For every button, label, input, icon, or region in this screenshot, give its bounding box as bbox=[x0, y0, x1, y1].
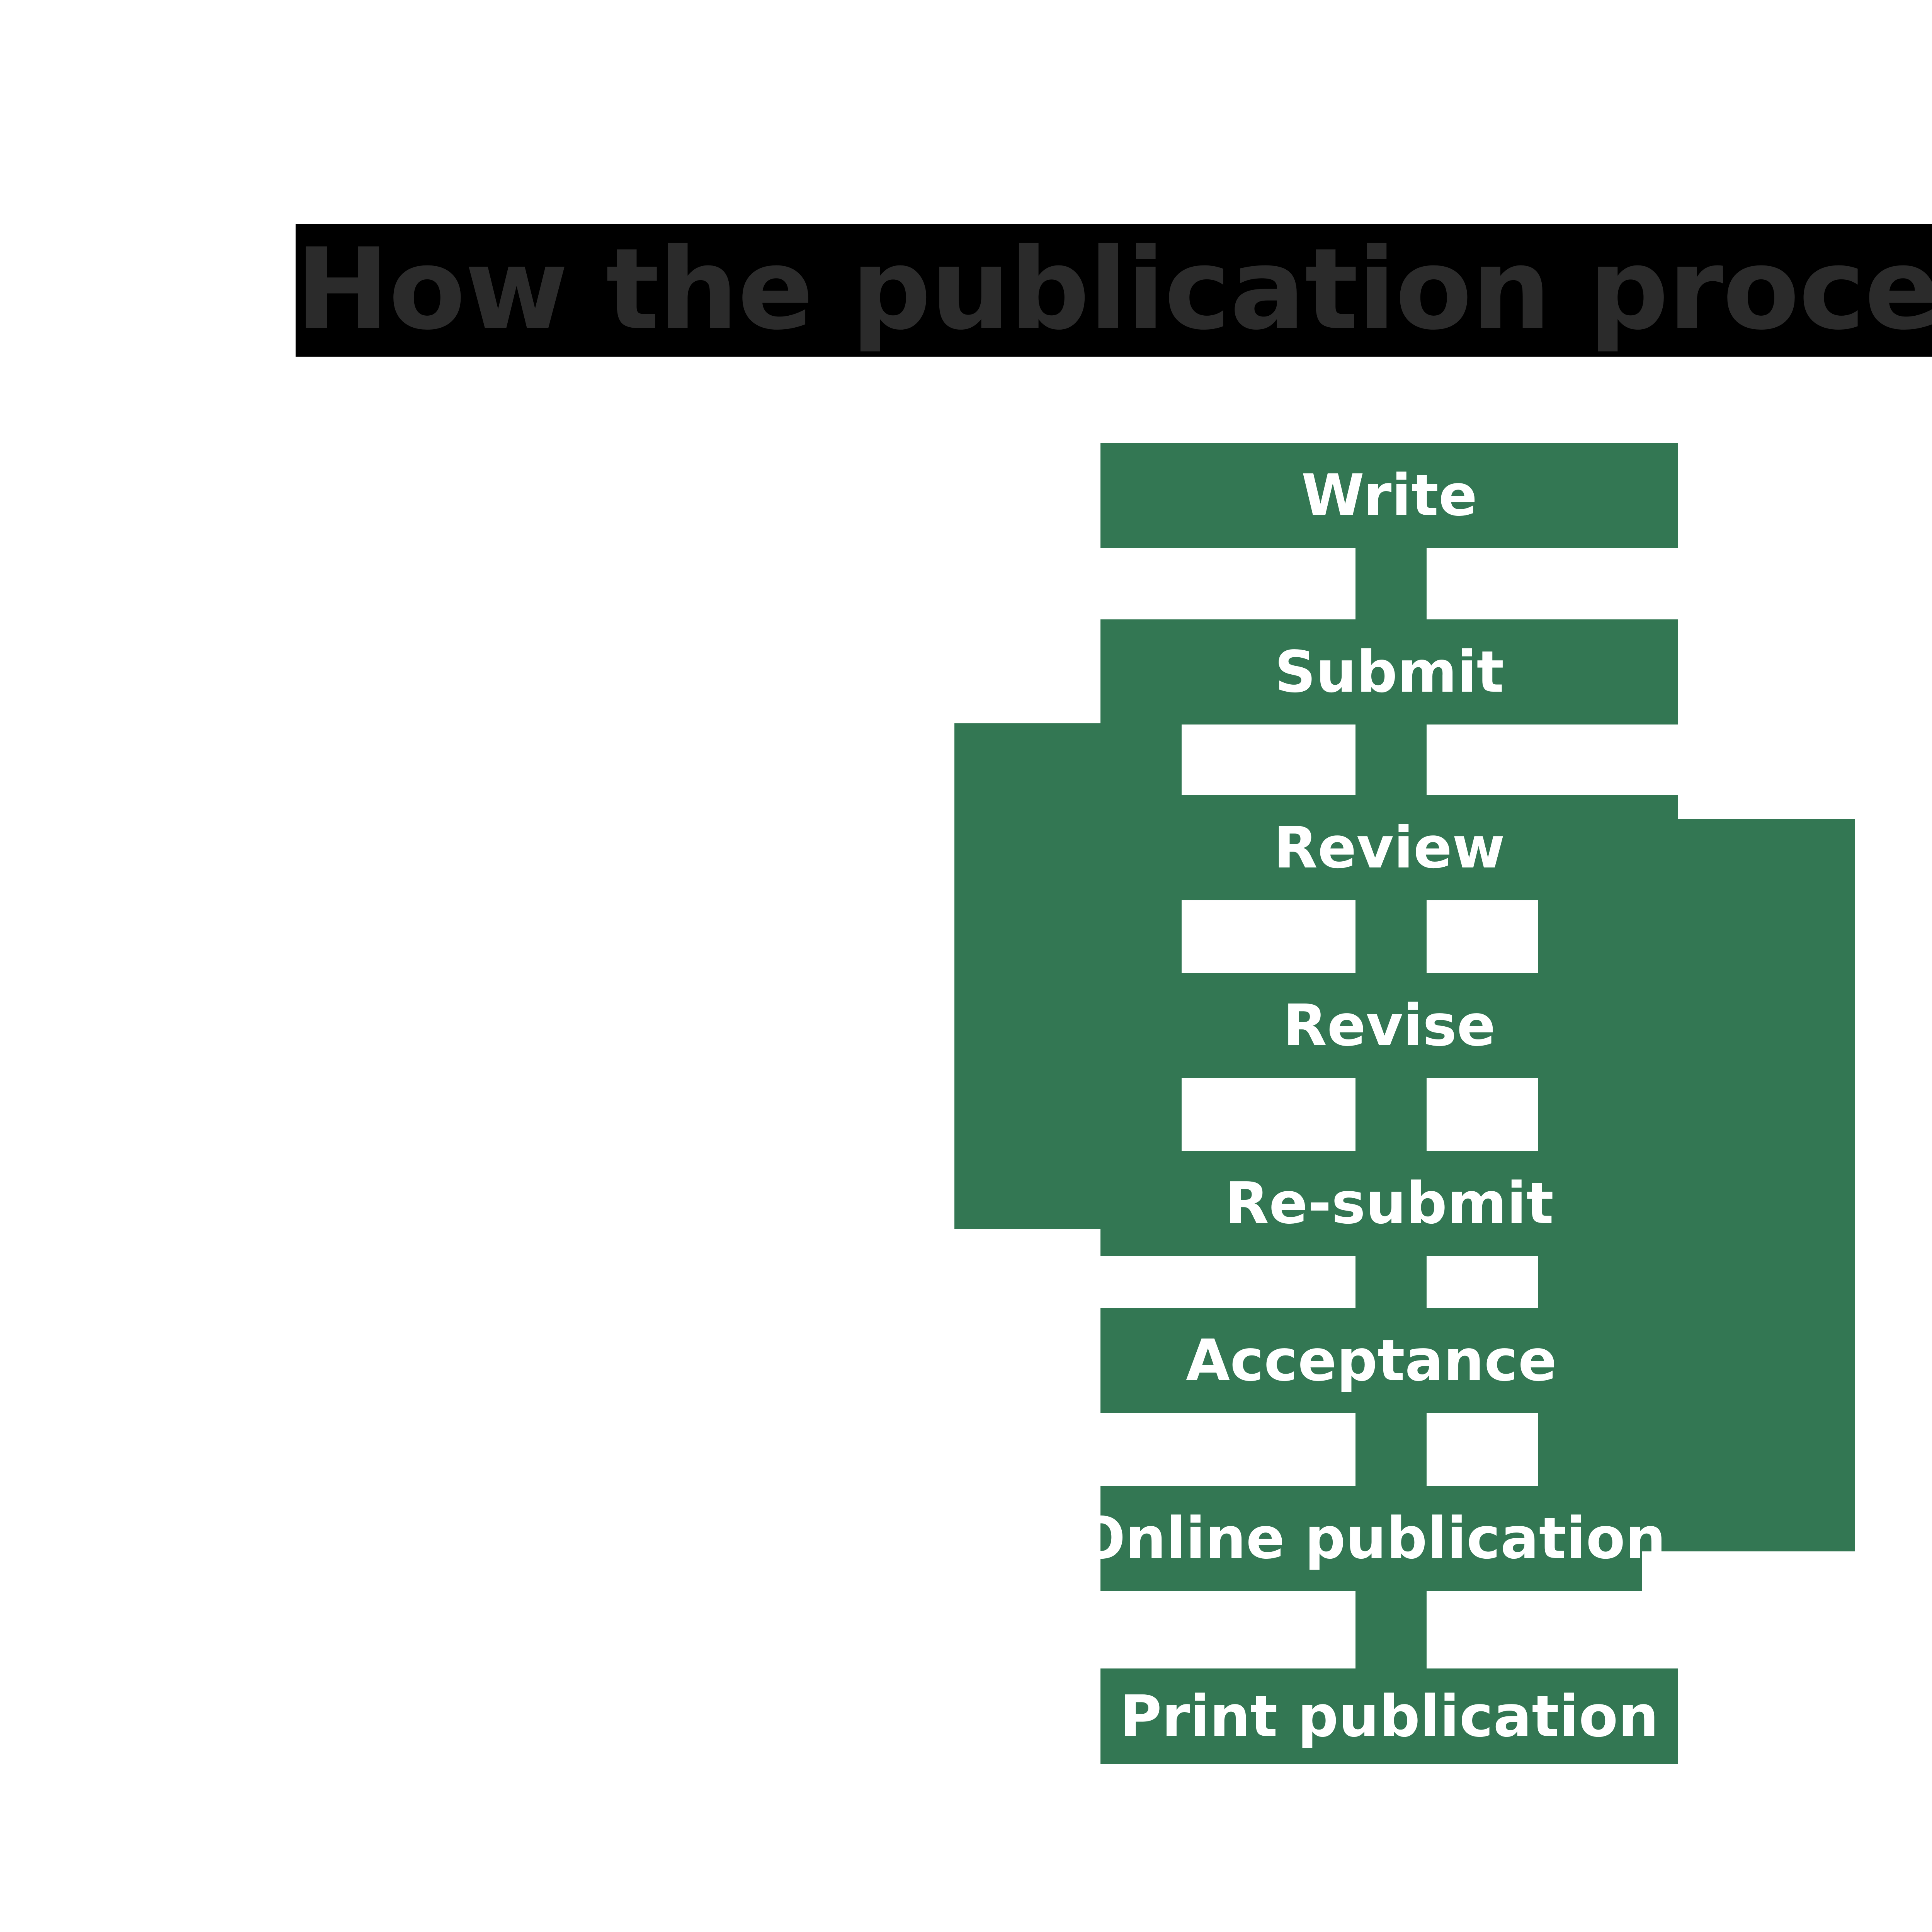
connector-write-submit bbox=[1355, 541, 1427, 624]
flow-node-write[interactable]: Write bbox=[1100, 443, 1678, 548]
flow-node-acceptance-label: Acceptance bbox=[1185, 1327, 1557, 1394]
title-band bbox=[296, 224, 1932, 357]
connector-online-print bbox=[1355, 1582, 1427, 1672]
flow-node-revise[interactable]: Revise bbox=[1100, 973, 1678, 1078]
flow-node-online-publication-label: Online publication bbox=[1077, 1505, 1666, 1571]
flow-node-print-publication[interactable]: Print publication bbox=[1100, 1668, 1678, 1764]
flow-node-re-submit-label: Re-submit bbox=[1225, 1170, 1554, 1236]
flow-node-write-label: Write bbox=[1301, 462, 1478, 529]
connector-submit-review bbox=[1355, 719, 1427, 800]
connector-acceptance-online bbox=[1355, 1401, 1427, 1490]
flow-node-submit[interactable]: Submit bbox=[1100, 619, 1678, 724]
page-title: How the publication process works bbox=[296, 224, 1932, 355]
connector-review-revise bbox=[1355, 895, 1427, 978]
flow-node-re-submit[interactable]: Re-submit bbox=[1100, 1151, 1678, 1256]
flow-node-revise-label: Revise bbox=[1283, 992, 1496, 1059]
flow-node-submit-label: Submit bbox=[1274, 639, 1504, 705]
flow-node-review[interactable]: Review bbox=[1100, 795, 1678, 900]
flow-node-online-publication[interactable]: Online publication bbox=[1077, 1486, 1666, 1591]
flow-node-acceptance[interactable]: Acceptance bbox=[1100, 1308, 1642, 1413]
flow-node-print-publication-label: Print publication bbox=[1120, 1683, 1659, 1750]
flow-node-review-label: Review bbox=[1274, 815, 1505, 881]
connector-resubmit-acceptance bbox=[1355, 1250, 1427, 1309]
connector-revise-resubmit bbox=[1355, 1072, 1427, 1155]
